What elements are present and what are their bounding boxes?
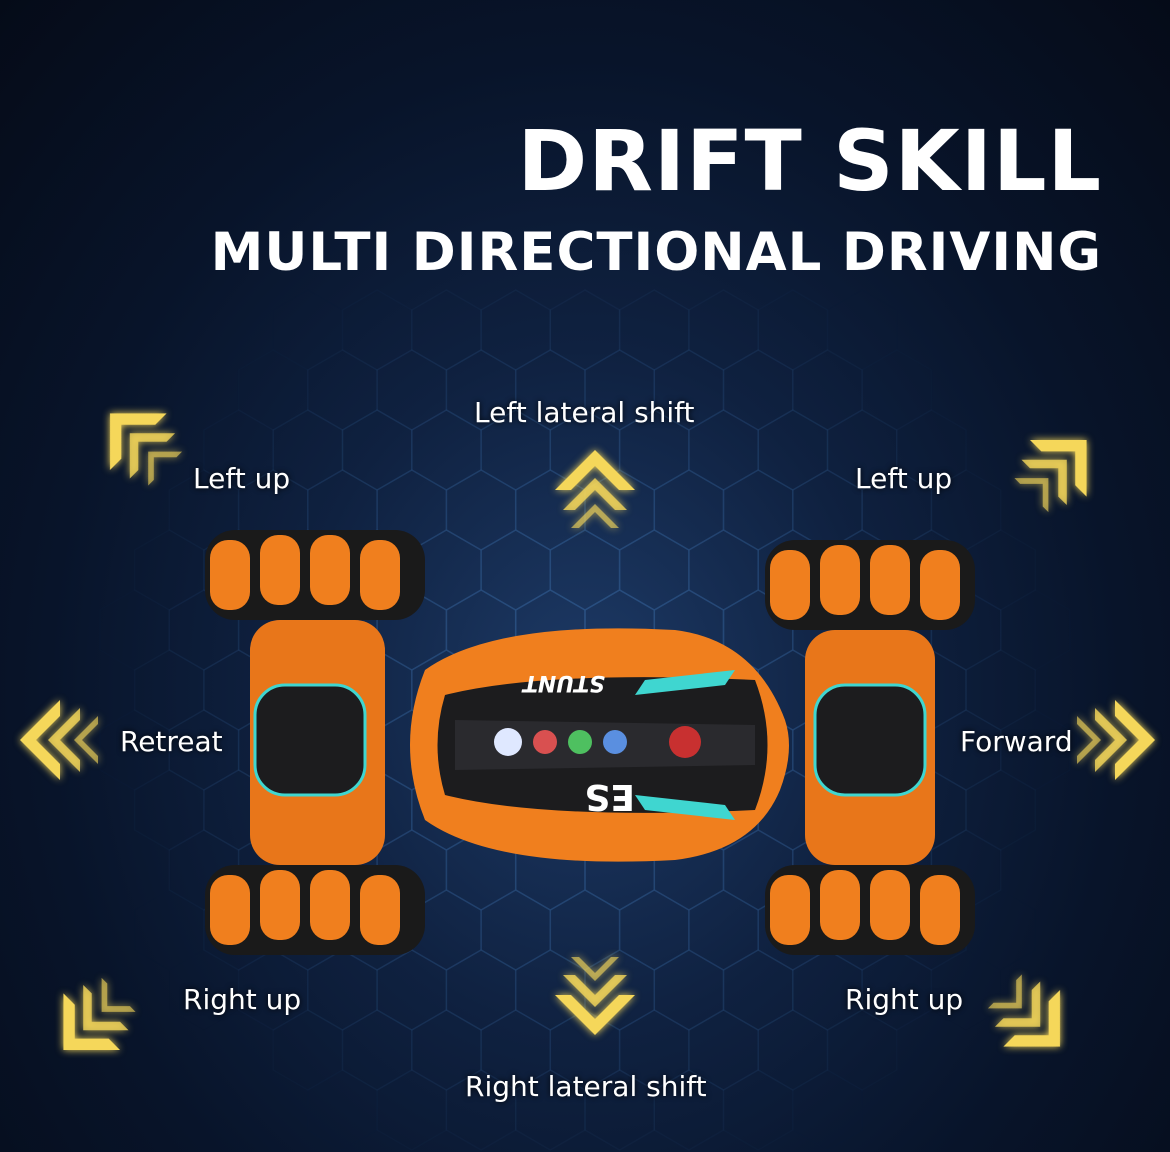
hex-cell: [653, 1069, 725, 1151]
hex-cell: [861, 949, 933, 1031]
arrow-left-icon: [20, 700, 98, 780]
hex-cell: [341, 409, 413, 491]
arrow-down-right-icon: [976, 963, 1089, 1075]
hex-cell: [480, 529, 552, 611]
hex-cell: [480, 889, 552, 971]
hex-cell: [792, 349, 863, 431]
wheel-front-left: [205, 530, 425, 620]
hex-cell: [168, 829, 240, 911]
label-top-right: Left up: [855, 462, 953, 495]
arrow-down-left-icon: [35, 966, 147, 1079]
label-forward: Forward: [960, 725, 1073, 758]
wheel-front-right: [765, 540, 975, 630]
hex-cell: [826, 409, 898, 491]
hex-cell: [411, 409, 482, 491]
hex-cell: [549, 529, 621, 611]
hex-cell: [722, 469, 794, 551]
hex-cell: [480, 289, 552, 371]
arrow-up-right-icon: [1003, 411, 1115, 524]
hex-cell: [376, 349, 448, 431]
hex-cell: [722, 349, 794, 431]
label-bottom-right: Right up: [845, 983, 964, 1016]
label-top-left: Left up: [193, 462, 291, 495]
hex-cell: [445, 1069, 517, 1151]
hex-cell: [307, 949, 378, 1031]
hex-cell: [757, 1009, 829, 1091]
hex-cell: [618, 529, 690, 611]
arrow-up-left-icon: [81, 385, 194, 497]
led-lights: [494, 726, 701, 758]
wheel-rear-right: [765, 865, 975, 955]
arrow-up-icon: [555, 450, 635, 528]
hex-cell: [411, 289, 482, 371]
hex-cell: [722, 829, 794, 911]
hex-cell: [618, 889, 690, 971]
hex-cell: [376, 949, 448, 1031]
hex-cell: [445, 469, 517, 551]
car-decal-top: STUNT: [521, 670, 605, 695]
hex-cell: [757, 409, 829, 491]
hex-cell: [341, 1009, 413, 1091]
page-subtitle: MULTI DIRECTIONAL DRIVING: [210, 222, 1102, 283]
hex-cell: [688, 409, 759, 491]
hex-cell: [618, 1009, 690, 1091]
wheel-rear-left: [205, 865, 425, 955]
label-left-lateral-shift: Left lateral shift: [474, 396, 695, 429]
hex-cell: [480, 1009, 552, 1091]
hex-cell: [618, 289, 690, 371]
hex-cell: [584, 349, 656, 431]
hex-cell: [584, 1069, 656, 1151]
hex-cell: [445, 949, 517, 1031]
hex-cell: [480, 409, 552, 491]
hex-cell: [549, 289, 621, 371]
hex-cell: [272, 409, 344, 491]
hex-cell: [965, 649, 1037, 731]
arrow-down-icon: [555, 957, 635, 1035]
arrow-right-icon: [1077, 700, 1155, 780]
hex-cell: [688, 529, 759, 611]
hex-cell: [688, 889, 759, 971]
hex-cell: [514, 1069, 586, 1151]
stunt-car-illustration: STUNT ES: [205, 530, 975, 955]
hex-cell: [688, 1009, 759, 1091]
car-decal-bottom: ES: [584, 776, 635, 817]
label-right-lateral-shift: Right lateral shift: [465, 1070, 707, 1103]
hex-cell: [688, 289, 759, 371]
hex-cell: [722, 949, 794, 1031]
hex-cell: [653, 469, 725, 551]
hex-cell: [618, 409, 690, 491]
label-bottom-left: Right up: [183, 983, 302, 1016]
hex-cell: [653, 949, 725, 1031]
hex-cell: [792, 949, 863, 1031]
hex-cell: [307, 349, 378, 431]
hex-cell: [653, 349, 725, 431]
hex-cell: [168, 709, 240, 791]
hex-cell: [514, 349, 586, 431]
hex-cell: [133, 649, 205, 731]
hex-cell: [411, 1009, 482, 1091]
hex-cell: [237, 949, 309, 1031]
label-retreat: Retreat: [120, 725, 223, 758]
hex-cell: [445, 349, 517, 431]
hex-cell: [549, 1009, 621, 1091]
page-title: DRIFT SKILL: [517, 112, 1102, 210]
